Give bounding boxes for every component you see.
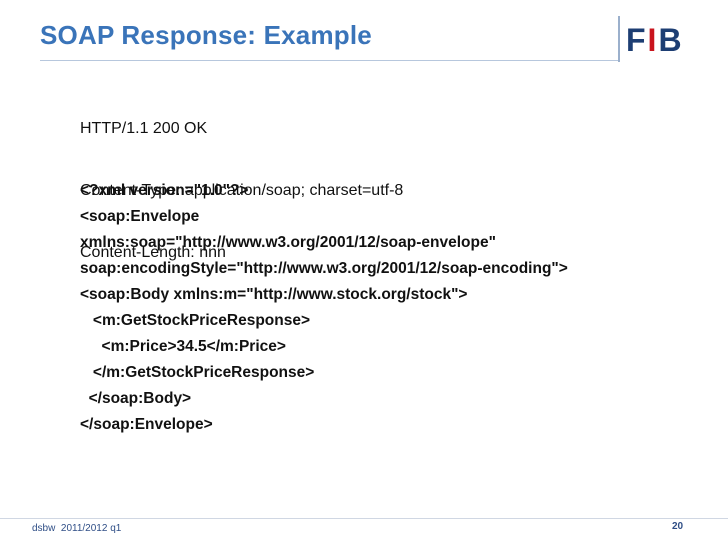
- http-headers: HTTP/1.1 200 OK Content-Type: applicatio…: [80, 80, 403, 302]
- logo-divider: [618, 16, 620, 62]
- xml-line: <soap:Body xmlns:m="http://www.stock.org…: [80, 286, 468, 303]
- xml-body: <?xml version="1.0"?> <soap:Envelope xml…: [80, 178, 568, 438]
- logo-letter-i: I: [647, 22, 659, 58]
- logo-letter-b: B: [658, 22, 684, 58]
- http-status-line: HTTP/1.1 200 OK: [80, 120, 208, 137]
- slide-title: SOAP Response: Example: [40, 20, 372, 50]
- content-length-line: Content-Length: nnn: [80, 244, 226, 261]
- xml-line: soap:encodingStyle="http://www.w3.org/20…: [80, 260, 568, 277]
- page-number: 20: [672, 521, 684, 532]
- xml-line: <?xml version="1.0"?>: [80, 182, 249, 199]
- title-divider: [40, 60, 620, 61]
- xml-line: <m:GetStockPriceResponse>: [80, 312, 311, 329]
- xml-line: </soap:Envelope>: [80, 416, 213, 433]
- xml-line: <soap:Envelope: [80, 208, 200, 225]
- xml-line: </m:GetStockPriceResponse>: [80, 364, 315, 381]
- xml-line: </soap:Body>: [80, 390, 192, 407]
- xml-line: <m:Price>34.5</m:Price>: [80, 338, 286, 355]
- content-type-line: Content-Type: application/soap; charset=…: [80, 182, 404, 199]
- logo-letter-f: F: [626, 22, 648, 58]
- footer-divider: [0, 518, 728, 519]
- fib-logo: FIB: [626, 24, 684, 56]
- xml-line: xmlns:soap="http://www.w3.org/2001/12/so…: [80, 234, 496, 251]
- footer-course-label: dsbw 2011/2012 q1: [32, 523, 122, 534]
